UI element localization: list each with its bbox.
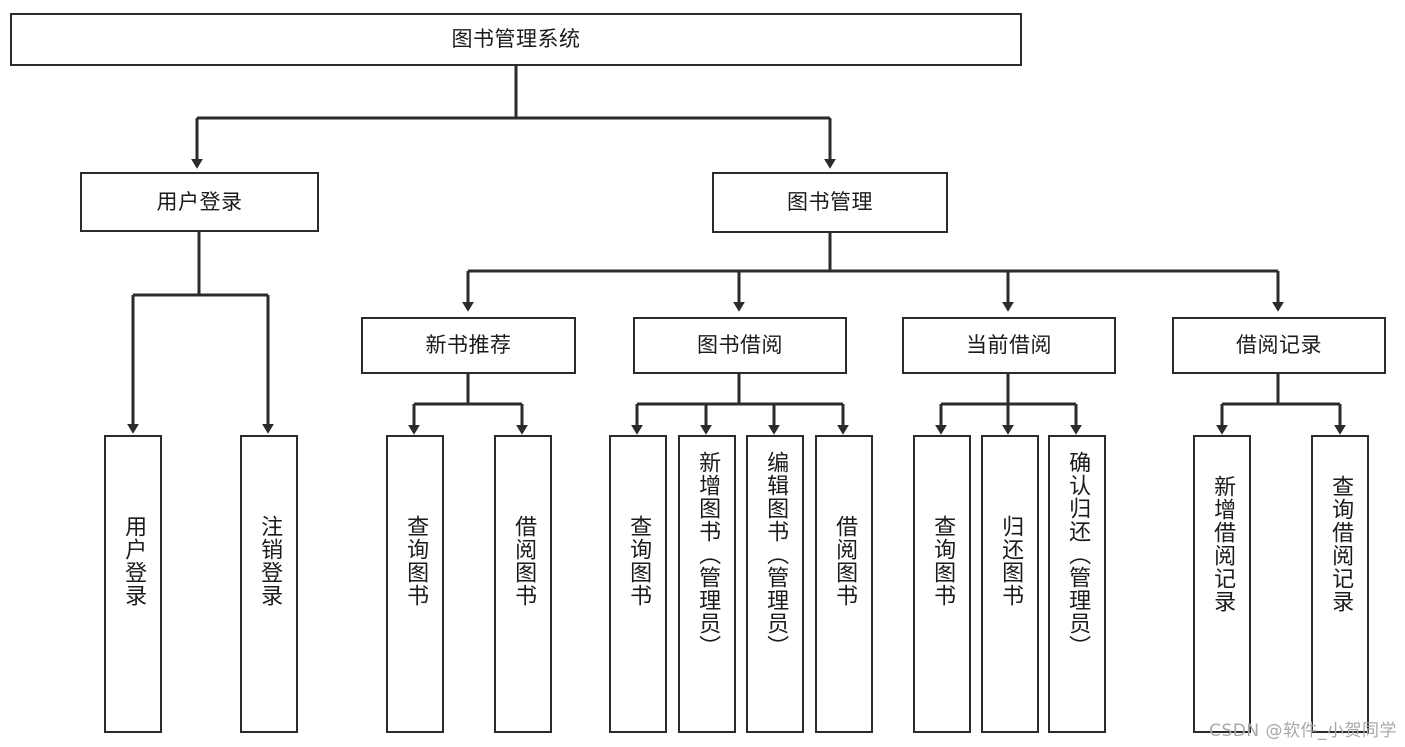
leaf-label: 查询图书 <box>626 515 652 607</box>
leaf-user-login-login[interactable]: 用户登录 <box>104 435 162 733</box>
node-root[interactable]: 图书管理系统 <box>10 13 1022 66</box>
leaf-new-book-borrow[interactable]: 借阅图书 <box>494 435 552 733</box>
node-book-borrow[interactable]: 图书借阅 <box>633 317 847 374</box>
node-new-book-recommend-label: 新书推荐 <box>425 333 512 358</box>
leaf-borrow-record-query[interactable]: 查询借阅记录 <box>1311 435 1369 733</box>
node-borrow-record[interactable]: 借阅记录 <box>1172 317 1386 374</box>
leaf-current-borrow-return[interactable]: 归还图书 <box>981 435 1039 733</box>
leaf-user-login-logout[interactable]: 注销登录 <box>240 435 298 733</box>
node-user-login-label: 用户登录 <box>156 189 243 214</box>
node-borrow-record-label: 借阅记录 <box>1236 333 1322 358</box>
leaf-label: 确认归还（管理员） <box>1065 451 1091 658</box>
leaf-borrow-record-add[interactable]: 新增借阅记录 <box>1193 435 1251 733</box>
leaf-label: 新增图书（管理员） <box>695 451 721 658</box>
node-book-borrow-label: 图书借阅 <box>697 333 783 358</box>
leaf-current-borrow-confirm[interactable]: 确认归还（管理员） <box>1048 435 1106 733</box>
leaf-current-borrow-query[interactable]: 查询图书 <box>913 435 971 733</box>
node-current-borrow[interactable]: 当前借阅 <box>902 317 1116 374</box>
leaf-label: 查询借阅记录 <box>1328 475 1354 613</box>
leaf-label: 编辑图书（管理员） <box>763 451 789 658</box>
leaf-book-borrow-query[interactable]: 查询图书 <box>609 435 667 733</box>
node-root-label: 图书管理系统 <box>451 27 581 52</box>
node-current-borrow-label: 当前借阅 <box>966 333 1052 358</box>
leaf-label: 借阅图书 <box>511 515 537 607</box>
node-user-login[interactable]: 用户登录 <box>80 172 319 232</box>
watermark-text: CSDN @软件_小贺同学 <box>1209 721 1397 741</box>
node-new-book-recommend[interactable]: 新书推荐 <box>361 317 576 374</box>
leaf-label: 借阅图书 <box>832 515 858 607</box>
leaf-label: 用户登录 <box>121 515 147 607</box>
leaf-book-borrow-borrow[interactable]: 借阅图书 <box>815 435 873 733</box>
leaf-book-borrow-edit[interactable]: 编辑图书（管理员） <box>746 435 804 733</box>
leaf-label: 查询图书 <box>930 515 956 607</box>
leaf-label: 查询图书 <box>403 515 429 607</box>
leaf-book-borrow-add[interactable]: 新增图书（管理员） <box>678 435 736 733</box>
leaf-label: 注销登录 <box>257 515 283 607</box>
leaf-label: 归还图书 <box>998 515 1024 607</box>
leaf-label: 新增借阅记录 <box>1210 475 1236 613</box>
node-book-manage[interactable]: 图书管理 <box>712 172 948 233</box>
node-book-manage-label: 图书管理 <box>787 190 873 215</box>
leaf-new-book-query[interactable]: 查询图书 <box>386 435 444 733</box>
